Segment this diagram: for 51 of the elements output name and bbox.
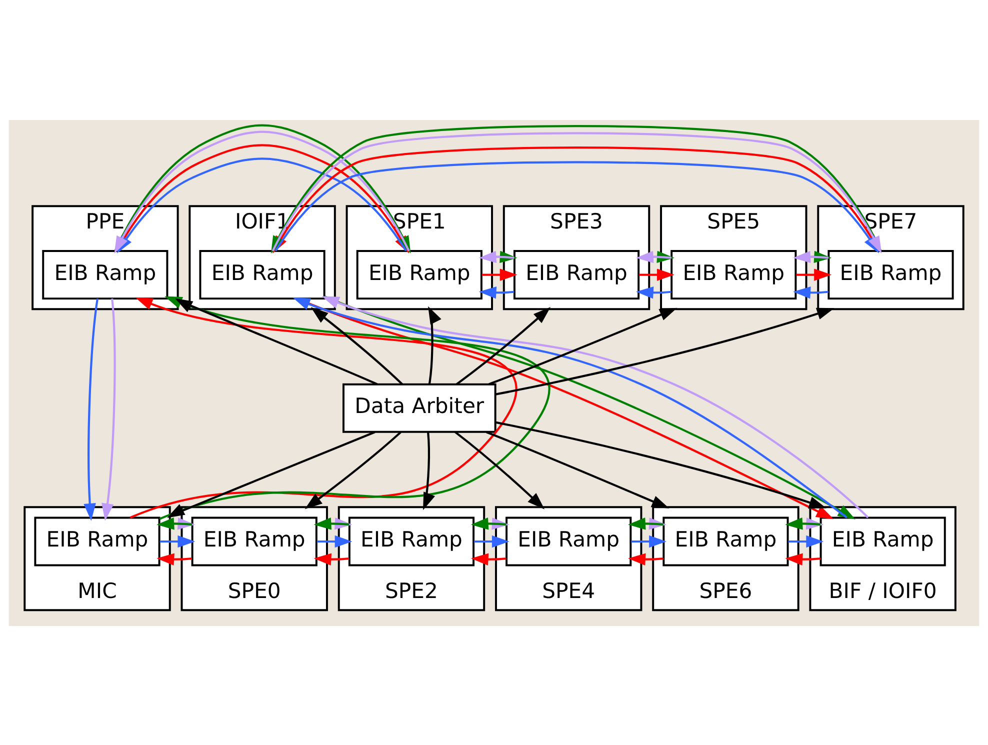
arrow [628, 517, 664, 530]
node-box: EIB Ramp [662, 516, 789, 566]
arrow [478, 286, 514, 298]
node-box: EIB Ramp [820, 516, 946, 566]
arrow [84, 298, 99, 520]
arrow [785, 552, 821, 565]
node-box: EIB Ramp [670, 250, 797, 300]
arrow [470, 552, 506, 565]
arrow [639, 268, 674, 280]
arrow [793, 250, 828, 263]
node-box: EIB Ramp [513, 250, 640, 300]
arrow [456, 306, 551, 385]
arrow [796, 268, 832, 280]
arrow [486, 430, 670, 508]
arrow [304, 430, 402, 509]
arrow [495, 307, 834, 395]
arrow [793, 286, 828, 298]
arrow [474, 534, 510, 548]
arrow [636, 250, 672, 263]
arrow [628, 552, 664, 565]
arrow [314, 517, 350, 530]
arrow [156, 552, 192, 565]
arrow [102, 298, 116, 520]
arrow [785, 517, 821, 530]
arrow [488, 307, 678, 385]
arrow [316, 534, 352, 548]
node-box: EIB Ramp [34, 516, 160, 566]
node-box: EIB Ramp [828, 250, 954, 300]
arrow [314, 552, 350, 565]
node-box: Data Arbiter [342, 382, 496, 432]
arrow [156, 517, 192, 530]
arrow [160, 534, 196, 548]
arrow [310, 306, 403, 384]
arrow [454, 430, 545, 509]
arrow [788, 534, 824, 548]
node-box: EIB Ramp [199, 250, 326, 300]
arrow [167, 430, 376, 518]
node-box: EIB Ramp [191, 516, 318, 566]
arrow [174, 298, 378, 385]
arrow [482, 268, 518, 280]
arrow [631, 534, 666, 548]
arrow [470, 517, 506, 530]
node-box: EIB Ramp [356, 250, 482, 300]
arrow [495, 420, 826, 508]
arrow [423, 432, 436, 510]
arrow [428, 306, 442, 384]
node-box: EIB Ramp [348, 516, 475, 566]
node-box: EIB Ramp [506, 516, 632, 566]
arrow [478, 250, 514, 263]
arrow [636, 286, 672, 298]
node-box: EIB Ramp [42, 250, 168, 300]
